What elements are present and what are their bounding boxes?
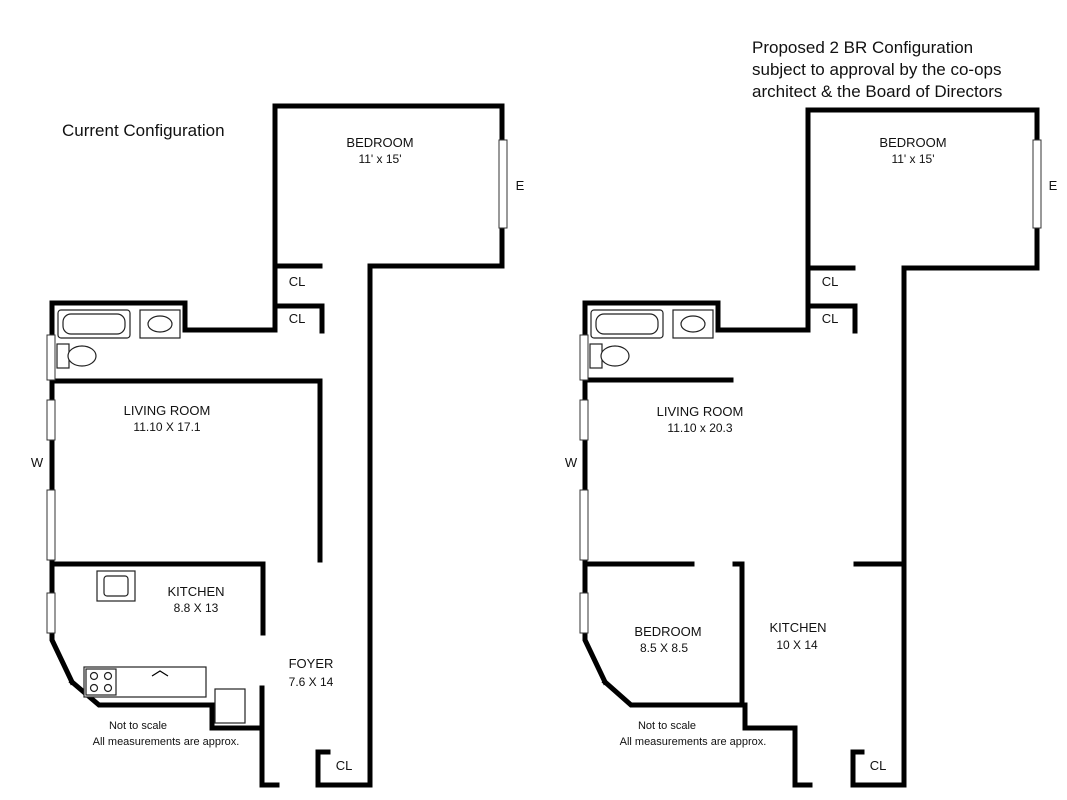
proposed-west-label: W <box>565 455 578 470</box>
proposed-bedroom-label: BEDROOM <box>879 135 946 150</box>
proposed-bedroom2-dims: 8.5 X 8.5 <box>640 641 688 655</box>
current-west-label: W <box>31 455 44 470</box>
current-closet-label-1: CL <box>289 274 306 289</box>
current-configuration-plan: Current Configuration <box>31 103 525 788</box>
current-windows <box>46 139 508 634</box>
proposed-bedroom-dims: 11' x 15' <box>891 152 934 166</box>
proposed-measurement-note: All measurements are approx. <box>620 736 767 748</box>
proposed-caption-line-2: subject to approval by the co-ops <box>752 60 1001 79</box>
proposed-living-room-label: LIVING ROOM <box>657 404 744 419</box>
proposed-kitchen-dims: 10 X 14 <box>776 638 818 652</box>
current-bathroom-fixtures <box>56 309 181 369</box>
proposed-windows <box>579 139 1042 634</box>
current-bedroom-dims: 11' x 15' <box>358 152 401 166</box>
current-walls <box>49 103 505 788</box>
current-measurement-note: All measurements are approx. <box>93 736 240 748</box>
proposed-configuration-plan: Proposed 2 BR Configuration subject to a… <box>565 38 1058 788</box>
proposed-living-room-dims: 11.10 x 20.3 <box>667 421 732 435</box>
proposed-closet-label-3: CL <box>870 758 887 773</box>
proposed-east-label: E <box>1049 178 1058 193</box>
current-living-room-label: LIVING ROOM <box>124 403 211 418</box>
current-closet-label-2: CL <box>289 311 306 326</box>
proposed-walls <box>582 107 1040 788</box>
proposed-kitchen-label: KITCHEN <box>769 620 826 635</box>
proposed-bathroom-fixtures <box>589 309 714 369</box>
current-kitchen-fixtures <box>83 570 246 724</box>
current-kitchen-label: KITCHEN <box>167 584 224 599</box>
proposed-closet-label-1: CL <box>822 274 839 289</box>
proposed-caption-line-1: Proposed 2 BR Configuration <box>752 38 973 57</box>
current-caption: Current Configuration <box>62 121 225 140</box>
current-kitchen-dims: 8.8 X 13 <box>174 601 219 615</box>
proposed-bedroom2-label: BEDROOM <box>634 624 701 639</box>
proposed-caption-line-3: architect & the Board of Directors <box>752 82 1002 101</box>
current-foyer-dims: 7.6 X 14 <box>289 675 334 689</box>
current-east-label: E <box>516 178 525 193</box>
current-living-room-dims: 11.10 X 17.1 <box>133 420 200 434</box>
current-scale-note: Not to scale <box>109 720 167 732</box>
proposed-closet-label-2: CL <box>822 311 839 326</box>
current-closet-label-3: CL <box>336 758 353 773</box>
current-foyer-label: FOYER <box>289 656 334 671</box>
current-bedroom-label: BEDROOM <box>346 135 413 150</box>
proposed-scale-note: Not to scale <box>638 720 696 732</box>
